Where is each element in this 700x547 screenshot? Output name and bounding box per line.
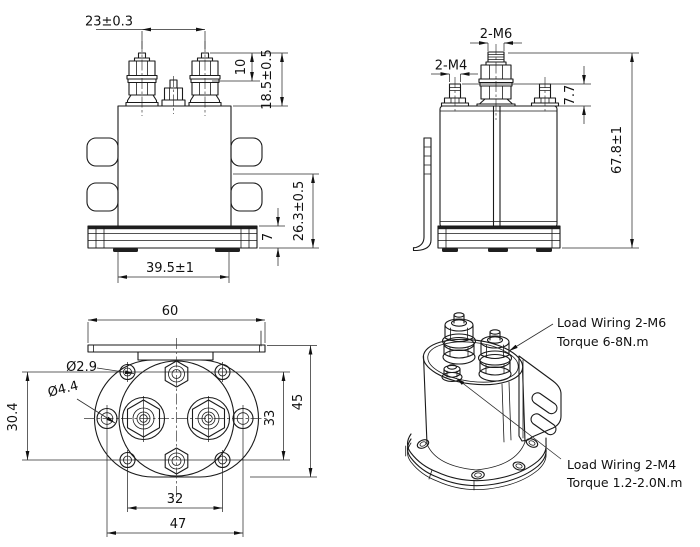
dim-row-spacing-left: 30.4	[6, 372, 30, 460]
side-base-flange	[437, 225, 561, 252]
iso-mount-bracket	[518, 355, 562, 442]
dim-row-spacing-right: 33	[263, 372, 286, 460]
top-view: 60 Ø2.9 Ø4.4 30.4 33 45 32	[6, 304, 317, 537]
dim-coil-thread: 2-M4	[431, 59, 478, 82]
dim-text-load-thread: 2-M6	[480, 27, 512, 42]
front-body	[117, 105, 232, 227]
front-base-flange	[87, 225, 258, 252]
iso-coil-stud	[441, 364, 463, 383]
dim-mount-spacing: 47	[107, 517, 243, 535]
dim-text-overall-depth: 45	[291, 394, 306, 411]
iso-load-terminal-left	[441, 312, 477, 365]
dim-text-overall-height: 67.8±1	[610, 126, 625, 174]
side-coil-stud-left	[440, 76, 470, 114]
dim-mount-hole-dia: Ø4.4	[46, 379, 116, 424]
top-centerlines	[22, 338, 290, 537]
iso-load-terminal-right	[477, 329, 513, 382]
side-view: 2-M6 2-M4 7.7 67.8±1	[412, 27, 639, 252]
dim-text-terminal-height: 18.5±0.5	[260, 49, 275, 110]
dim-text-pilot-hole-dia: Ø2.9	[66, 360, 97, 375]
iso-callout-m6: Load Wiring 2-M6 Torque 6-8N.m	[508, 315, 666, 352]
front-load-terminal-left	[125, 40, 159, 117]
callout-m6-line1: Load Wiring 2-M6	[557, 315, 666, 330]
dim-pilot-hole-dia: Ø2.9	[66, 360, 135, 375]
dim-text-coil-stud-height: 7.7	[563, 85, 578, 106]
dim-text-mount-spacing: 47	[170, 517, 187, 532]
dim-text-row-spacing-left: 30.4	[6, 403, 21, 432]
side-load-terminal	[476, 44, 516, 120]
dim-text-bracket-width: 60	[162, 304, 179, 319]
front-load-terminal-right	[188, 40, 222, 117]
dim-text-row-spacing-right: 33	[263, 410, 278, 427]
dim-flange-thickness: 7	[259, 208, 285, 266]
front-bracket-tabs	[86, 137, 263, 212]
dim-base-width: 39.5±1	[117, 250, 230, 283]
dim-text-nut-height: 10	[234, 59, 249, 76]
dim-body-height: 26.3±0.5	[233, 173, 319, 249]
callout-m4-line1: Load Wiring 2-M4	[567, 457, 676, 472]
dim-text-terminal-spacing: 23±0.3	[85, 15, 133, 30]
dim-text-coil-thread: 2-M4	[435, 59, 467, 74]
callout-m6-line2: Torque 6-8N.m	[556, 334, 649, 349]
dim-terminal-height: 18.5±0.5	[233, 49, 288, 110]
dim-text-flange-thickness: 7	[261, 233, 276, 241]
front-center-stud	[161, 76, 186, 114]
iso-base-flange	[405, 433, 547, 491]
iso-callout-m4: Load Wiring 2-M4 Torque 1.2-2.0N.m	[455, 377, 682, 490]
dim-load-thread: 2-M6	[470, 27, 522, 51]
dim-text-base-width: 39.5±1	[146, 261, 194, 276]
dim-text-mount-hole-dia: Ø4.4	[46, 379, 80, 401]
dim-coil-stud-height: 7.7	[462, 66, 591, 124]
dim-bracket-width: 60	[87, 304, 266, 343]
dim-overall-height: 67.8±1	[508, 52, 639, 249]
dim-column-spacing: 32	[127, 492, 223, 510]
dim-terminal-spacing: 23±0.3	[85, 15, 206, 49]
dim-nut-height: 10	[210, 52, 288, 82]
iso-base-holes	[416, 438, 539, 480]
side-coil-stud-right	[530, 76, 560, 114]
dim-text-body-height: 26.3±0.5	[292, 181, 307, 242]
callout-m4-line2: Torque 1.2-2.0N.m	[566, 475, 682, 490]
dim-text-column-spacing: 32	[167, 492, 184, 507]
front-view: 23±0.3 10 18.5±0.5 26.3±0.5 7	[85, 15, 319, 283]
side-body	[439, 105, 558, 228]
dim-overall-depth: 45	[250, 345, 317, 478]
iso-view: Load Wiring 2-M6 Torque 6-8N.m Load Wiri…	[405, 312, 682, 491]
side-mount-bracket	[412, 137, 432, 252]
